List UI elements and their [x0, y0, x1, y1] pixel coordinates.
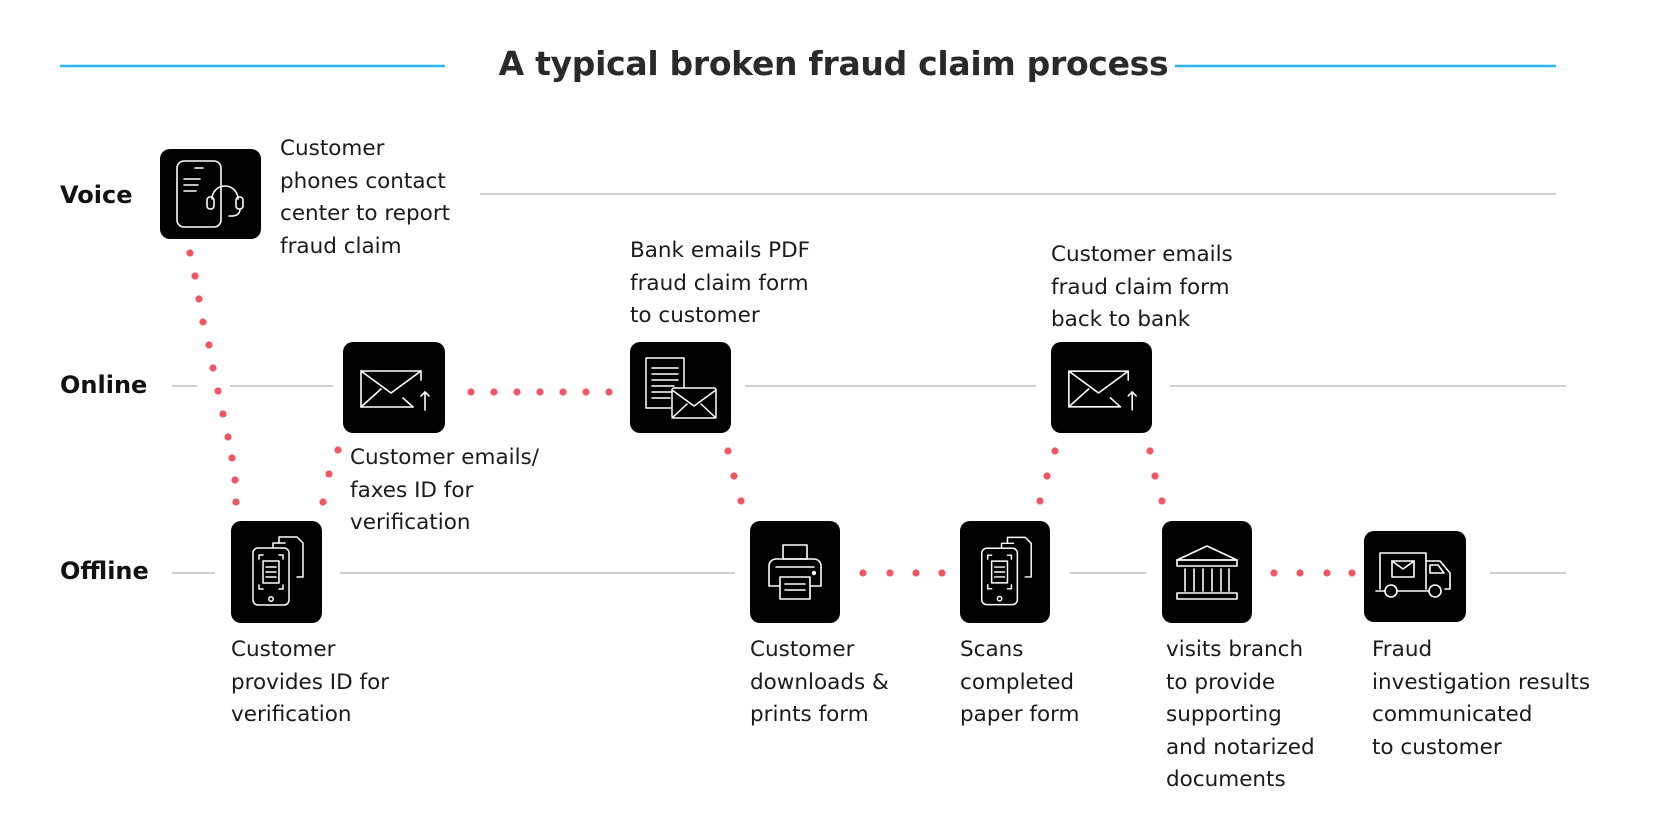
- bank-building-icon: [1176, 545, 1238, 600]
- caption-bank-emails-pdf: Bank emails PDF fraud claim form to cust…: [630, 238, 811, 328]
- connector-scan-to-email-back: [1036, 447, 1059, 505]
- results-communicated-node: [1364, 531, 1466, 622]
- email-send-icon: [360, 370, 430, 411]
- visits-branch-node: [1162, 521, 1252, 623]
- phone-contact-center-node: [160, 149, 261, 239]
- caption-results-communicated: Fraud investigation results communicated…: [1372, 637, 1591, 760]
- caption-customer-provides-id: Customer provides ID for verification: [231, 637, 390, 727]
- diagram-title: A typical broken fraud claim process: [498, 44, 1169, 83]
- row-label-offline: Offline: [60, 557, 149, 585]
- caption-phone-contact-center: Customer phones contact center to report…: [280, 136, 451, 259]
- connector-email-to-bank-pdf: [467, 388, 613, 396]
- lane-lines: [172, 193, 1566, 574]
- connector-branch-to-results: [1270, 569, 1356, 577]
- caption-customer-emails-faxes-id: Customer emails/ faxes ID for verificati…: [350, 445, 540, 535]
- connector-voice-to-offline-id: [186, 249, 240, 506]
- caption-customer-downloads-prints: Customer downloads & prints form: [750, 637, 889, 727]
- printer-icon: [768, 544, 822, 600]
- connector-print-to-scan: [859, 569, 946, 577]
- caption-customer-emails-form-back: Customer emails fraud claim form back to…: [1051, 242, 1233, 332]
- mobile-document-icon: [252, 536, 304, 606]
- customer-provides-id-node: [231, 521, 322, 623]
- row-label-voice: Voice: [60, 181, 133, 209]
- email-send-icon: [1068, 370, 1137, 411]
- row-label-online: Online: [60, 371, 148, 399]
- mail-truck-icon: [1375, 552, 1451, 598]
- mobile-document-icon: [981, 536, 1032, 606]
- connector-bank-pdf-to-print: [724, 447, 745, 505]
- scans-paper-form-node: [960, 521, 1050, 623]
- phone-headset-icon: [176, 160, 244, 228]
- caption-scans-paper-form: Scans completed paper form: [960, 637, 1080, 727]
- customer-emails-form-back-node: [1051, 342, 1152, 433]
- connectors: [186, 249, 1356, 577]
- connector-email-back-to-branch: [1146, 447, 1166, 505]
- connector-offline-id-to-email: [319, 446, 342, 506]
- customer-downloads-prints-node: [750, 521, 840, 623]
- bank-emails-pdf-node: [630, 342, 731, 433]
- customer-emails-faxes-id-node: [343, 342, 445, 433]
- caption-visits-branch: visits branch to provide supporting and …: [1166, 637, 1315, 792]
- document-email-icon: [645, 357, 717, 419]
